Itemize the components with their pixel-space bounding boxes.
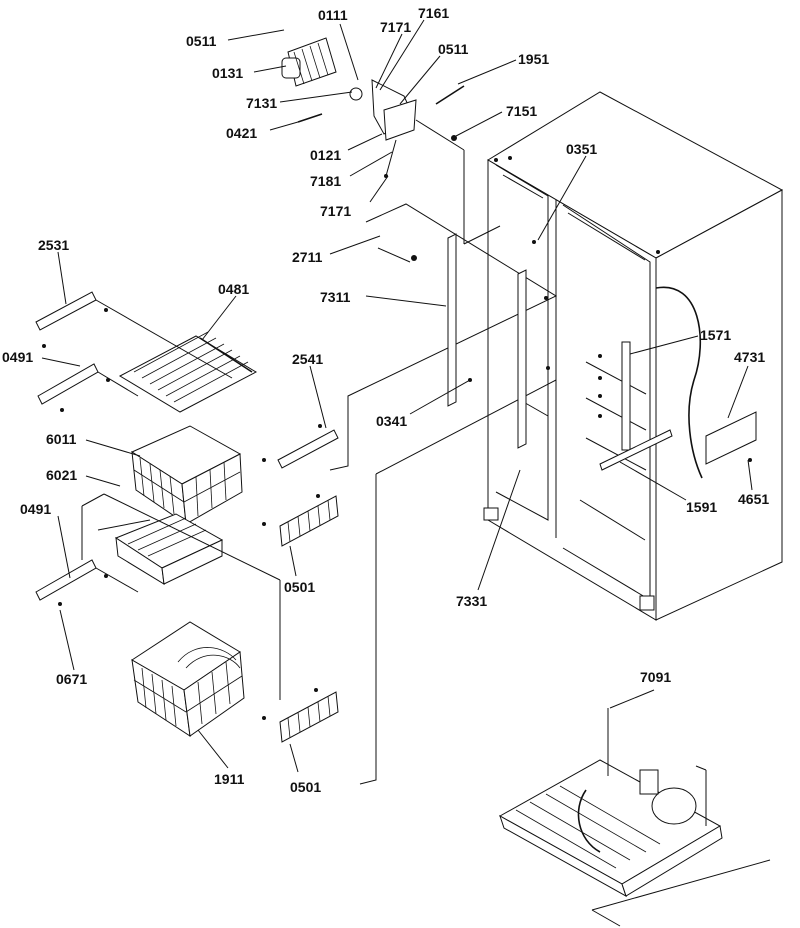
part-labels: 0511 0111 7161 7171 0511 1951 0131 7131 … <box>2 5 769 795</box>
label-0501: 0501 <box>284 579 315 595</box>
label-7131: 7131 <box>246 95 277 111</box>
basket-1911 <box>131 621 245 738</box>
label-7331: 7331 <box>456 593 487 609</box>
shelf-0481 <box>118 331 258 413</box>
bracket-0501-bottom <box>262 688 339 743</box>
label-2531: 2531 <box>38 237 69 253</box>
rail-1591 <box>599 429 673 471</box>
rail-2541 <box>262 424 339 469</box>
label-6011: 6011 <box>46 431 77 447</box>
rail-0491-bottom <box>35 493 281 700</box>
label-1951: 1951 <box>518 51 549 67</box>
label-7161: 7161 <box>418 5 449 21</box>
label-4651: 4651 <box>738 491 769 507</box>
compressor-assembly-7091 <box>498 708 771 927</box>
label-0121: 0121 <box>310 147 341 163</box>
cabinet <box>483 91 784 621</box>
label-7311: 7311 <box>320 289 351 305</box>
label-0351: 0351 <box>566 141 597 157</box>
panel-4731 <box>705 411 757 465</box>
label-4731: 4731 <box>734 349 765 365</box>
label-1591: 1591 <box>686 499 717 515</box>
label-0501: 0501 <box>290 779 321 795</box>
label-0671: 0671 <box>56 671 87 687</box>
label-1571: 1571 <box>700 327 731 343</box>
rail-2531 <box>35 291 233 379</box>
label-6021: 6021 <box>46 467 77 483</box>
label-0511: 0511 <box>438 41 469 57</box>
label-0421: 0421 <box>226 125 257 141</box>
label-0511: 0511 <box>186 33 217 49</box>
leader-lines <box>41 19 753 773</box>
screw-4651 <box>748 458 752 462</box>
label-0481: 0481 <box>218 281 249 297</box>
label-2711: 2711 <box>292 249 323 265</box>
label-7181: 7181 <box>310 173 341 189</box>
label-0491: 0491 <box>2 349 33 365</box>
label-0341: 0341 <box>376 413 407 429</box>
rail-0491-top <box>37 363 139 412</box>
label-7091: 7091 <box>640 669 671 685</box>
label-0491: 0491 <box>20 501 51 517</box>
label-7151: 7151 <box>506 103 537 119</box>
label-1911: 1911 <box>214 771 245 787</box>
label-7171: 7171 <box>320 203 351 219</box>
label-0131: 0131 <box>212 65 243 81</box>
label-0111: 0111 <box>318 7 348 23</box>
bracket-0501-top <box>262 494 339 547</box>
basket-6021 <box>114 513 224 585</box>
basket-6011 <box>130 425 243 526</box>
damper-control-1571 <box>598 341 631 451</box>
label-2541: 2541 <box>292 351 323 367</box>
label-7171: 7171 <box>380 19 411 35</box>
fan-assembly <box>281 37 501 245</box>
liner-strips <box>411 233 527 449</box>
